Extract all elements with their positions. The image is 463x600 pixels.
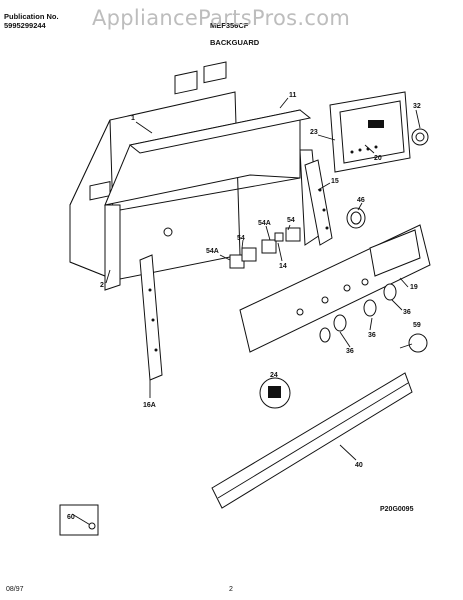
callout-54a-left: 54A [206,248,219,255]
switch-part-24 [259,377,291,409]
callout-19: 19 [410,284,418,291]
backguard-frame-part-11 [104,109,321,291]
knob-part-32 [411,128,429,146]
knob-parts-36 [319,283,397,343]
callout-40: 40 [355,462,363,469]
callout-54a-top: 54A [258,220,271,227]
screw-part-59 [399,333,428,353]
callout-1: 1 [131,115,135,122]
end-bracket-part-16a [139,254,163,381]
callout-15: 15 [331,178,339,185]
trim-strip-part-40 [211,372,413,509]
callout-36a: 36 [403,309,411,316]
footer-page: 2 [229,586,233,593]
callout-11: 11 [289,92,297,99]
callout-20: 20 [374,155,382,162]
callout-36c: 36 [346,348,354,355]
callout-14: 14 [279,263,287,270]
callout-60: 60 [67,514,75,521]
screw-part-60 [59,504,99,536]
callout-54-top: 54 [287,217,295,224]
callout-32: 32 [413,103,421,110]
watermark: AppliancePartsPros.com [92,6,351,30]
footer-date: 08/97 [6,586,24,593]
callout-16a: 16A [143,402,156,409]
callout-2: 2 [100,282,104,289]
figure-code: P20G0095 [380,506,414,513]
callout-46: 46 [357,197,365,204]
end-bracket-part-15 [304,159,333,246]
section-title: BACKGUARD [210,38,260,47]
control-panel-part-19 [239,224,431,353]
callout-59: 59 [413,322,421,329]
publication-number: 5995299244 [4,21,46,30]
publication-label: Publication No. [4,12,59,21]
callout-36b: 36 [368,332,376,339]
callout-24: 24 [270,372,278,379]
callout-54-mid: 54 [237,235,245,242]
display-module-part-23-20 [329,91,411,173]
switch-parts-54 [229,227,301,269]
callout-23: 23 [310,129,318,136]
knob-part-46 [346,207,366,229]
model-number: MEF356CF [210,21,249,30]
leader-lines [105,97,421,461]
